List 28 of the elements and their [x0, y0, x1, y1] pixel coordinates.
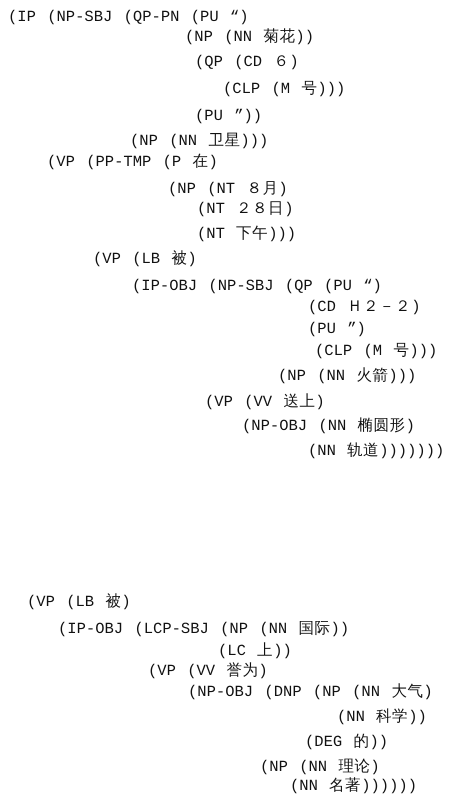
parse-line: (NP-OBJ (NN 椭圆形): [242, 416, 415, 436]
parse-line: (VP (PP-TMP (P 在): [47, 152, 218, 172]
parse-line: (IP-OBJ (LCP-SBJ (NP (NN 国际)): [58, 619, 350, 639]
parse-line: (VP (VV 送上): [205, 392, 325, 412]
parse-line: (NP (NT ８月): [168, 179, 288, 199]
parse-line: (LC 上)): [218, 641, 292, 661]
parse-line: (NN 名著)))))): [290, 776, 418, 796]
parse-line: (CLP (M 号))): [315, 341, 438, 361]
parse-line: (QP (CD ６): [195, 52, 299, 72]
parse-line: (CLP (M 号))): [223, 79, 346, 99]
parse-line: (NP-OBJ (DNP (NP (NN 大气): [188, 682, 433, 702]
parse-line: (DEG 的)): [305, 732, 388, 752]
parse-line: (NN 科学)): [337, 707, 427, 727]
parse-line: (NP (NN 火箭))): [278, 366, 416, 386]
parse-line: (NN 轨道))))))): [308, 441, 444, 461]
parse-line: (NP (NN 理论): [260, 757, 380, 777]
parse-line: (VP (LB 被): [27, 592, 131, 612]
parse-line: (IP (NP-SBJ (QP-PN (PU “): [8, 7, 249, 27]
parse-line: (NT 下午))): [197, 224, 296, 244]
parse-line: (VP (LB 被): [93, 249, 197, 269]
parse-line: (PU ”): [308, 319, 366, 339]
parse-line: (VP (VV 誉为): [148, 661, 268, 681]
parse-line: (NP (NN 菊花)): [185, 27, 314, 47]
parse-line: (CD Ｈ２－２): [308, 297, 421, 317]
parse-line: (NP (NN 卫星))): [130, 131, 268, 151]
parse-line: (NT ２８日): [197, 199, 294, 219]
parse-line: (IP-OBJ (NP-SBJ (QP (PU “): [132, 276, 382, 296]
parse-line: (PU ”)): [195, 106, 262, 126]
